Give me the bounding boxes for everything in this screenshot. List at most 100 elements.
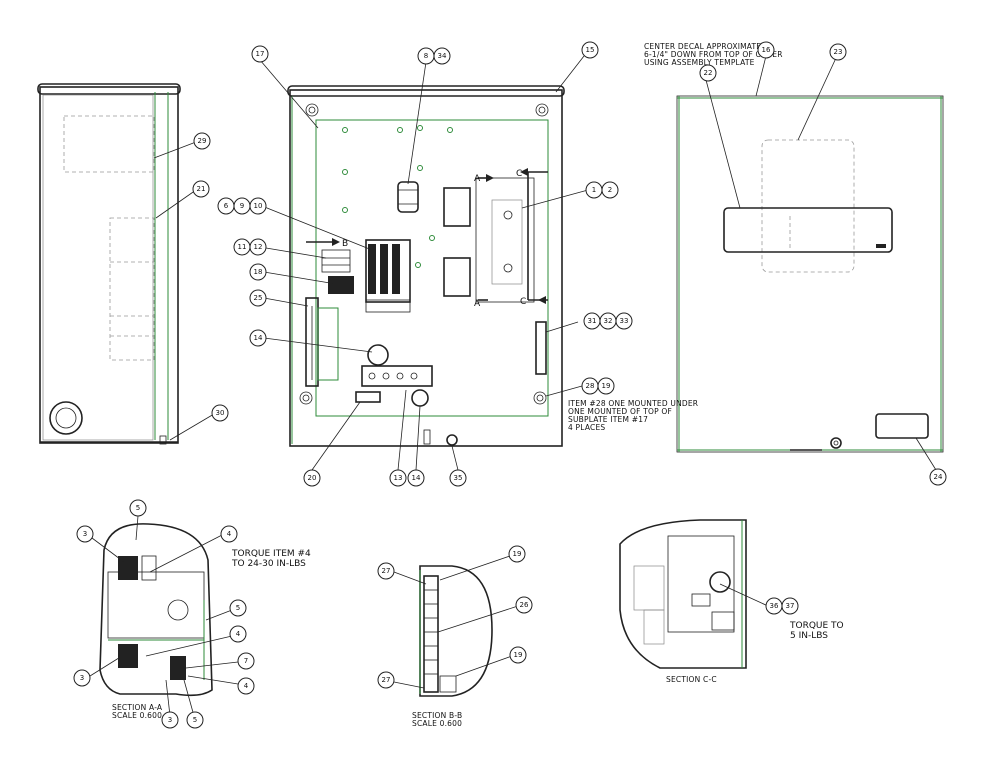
section-bb-scale: SCALE 0.600	[412, 719, 462, 728]
balloon-30: 30	[211, 404, 229, 422]
svg-text:5: 5	[193, 716, 197, 724]
section-aa-scale: SCALE 0.600	[112, 711, 162, 720]
section-markers: A A C C B	[306, 168, 546, 309]
svg-text:4: 4	[244, 682, 249, 690]
svg-text:5: 5	[136, 504, 140, 512]
svg-text:1: 1	[592, 186, 596, 194]
svg-text:13: 13	[394, 474, 403, 482]
svg-text:4: 4	[236, 630, 241, 638]
svg-text:34: 34	[438, 52, 447, 60]
notes: CENTER DECAL APPROXIMATELY 6-1/4" DOWN F…	[112, 42, 844, 728]
balloon-bb-27-bottom: 27	[377, 671, 395, 689]
svg-text:22: 22	[704, 69, 713, 77]
svg-text:32: 32	[604, 317, 613, 325]
note-torque-item4-1: TORQUE ITEM #4	[231, 549, 311, 559]
note-item28-1: ITEM #28 ONE MOUNTED UNDER	[568, 399, 698, 408]
svg-text:2: 2	[608, 186, 612, 194]
section-marker-a-top: A	[474, 174, 481, 184]
balloon-19-front: 19	[597, 377, 615, 395]
balloon-1: 1	[585, 181, 603, 199]
svg-text:31: 31	[588, 317, 597, 325]
balloon-aa-4-mid: 4	[229, 625, 247, 643]
balloon-23: 23	[829, 43, 847, 61]
svg-text:3: 3	[80, 674, 84, 682]
balloon-17: 17	[251, 45, 269, 63]
balloon-bb-27-top: 27	[377, 562, 395, 580]
note-item28-2: ONE MOUNTED OF TOP OF	[568, 407, 672, 416]
note-item28-3: SUBPLATE ITEM #17	[568, 415, 648, 424]
svg-text:37: 37	[786, 602, 795, 610]
svg-text:8: 8	[424, 52, 428, 60]
balloon-cc-36: 36	[765, 597, 783, 615]
svg-text:7: 7	[244, 657, 248, 665]
cover-view	[676, 95, 944, 453]
balloon-11: 11	[233, 238, 251, 256]
svg-text:24: 24	[934, 473, 943, 481]
balloon-aa-7: 7	[237, 652, 255, 670]
svg-text:5: 5	[236, 604, 240, 612]
balloon-20: 20	[303, 469, 321, 487]
svg-text:14: 14	[412, 474, 421, 482]
svg-text:16: 16	[762, 46, 771, 54]
svg-text:29: 29	[198, 137, 207, 145]
balloon-bb-19-bottom: 19	[509, 646, 527, 664]
svg-text:19: 19	[602, 382, 611, 390]
svg-text:36: 36	[770, 602, 779, 610]
svg-text:35: 35	[454, 474, 463, 482]
balloon-28: 28	[581, 377, 599, 395]
balloon-aa-3-top: 3	[76, 525, 94, 543]
svg-text:21: 21	[197, 185, 206, 193]
balloon-18: 18	[249, 263, 267, 281]
balloon-25: 25	[249, 289, 267, 307]
section-aa-title: SECTION A-A	[112, 703, 163, 712]
section-bb	[419, 565, 493, 697]
balloon-15: 15	[581, 41, 599, 59]
note-center-decal-3: USING ASSEMBLY TEMPLATE	[644, 58, 755, 67]
balloon-aa-4-bottom: 4	[237, 677, 255, 695]
balloon-35: 35	[449, 469, 467, 487]
balloon-29: 29	[193, 132, 211, 150]
balloons: 17 8 34 15 16 22 23 29 21 30 6 9 10 11 1…	[73, 41, 947, 729]
note-item28-4: 4 PLACES	[568, 423, 605, 432]
balloon-8: 8	[417, 47, 435, 65]
svg-text:19: 19	[513, 550, 522, 558]
svg-text:4: 4	[227, 530, 232, 538]
note-center-decal-2: 6-1/4" DOWN FROM TOP OF COVER	[644, 50, 783, 59]
balloon-2: 2	[601, 181, 619, 199]
svg-text:10: 10	[254, 202, 263, 210]
svg-text:30: 30	[216, 409, 225, 417]
svg-text:12: 12	[254, 243, 263, 251]
balloon-aa-5-top: 5	[129, 499, 147, 517]
section-marker-c-bottom: C	[520, 297, 526, 307]
balloon-9: 9	[233, 197, 251, 215]
svg-text:15: 15	[586, 46, 595, 54]
svg-text:28: 28	[586, 382, 595, 390]
section-cc	[619, 519, 747, 669]
balloon-cc-37: 37	[781, 597, 799, 615]
svg-text:17: 17	[256, 50, 265, 58]
balloon-34: 34	[433, 47, 451, 65]
balloon-10: 10	[249, 197, 267, 215]
section-bb-title: SECTION B-B	[412, 711, 462, 720]
balloon-12: 12	[249, 238, 267, 256]
section-aa	[99, 523, 213, 697]
balloon-31: 31	[583, 312, 601, 330]
balloon-aa-3-bottom: 3	[161, 711, 179, 729]
svg-text:27: 27	[382, 676, 391, 684]
note-torque-to-2: 5 IN-LBS	[790, 631, 828, 641]
svg-text:6: 6	[224, 202, 229, 210]
svg-text:11: 11	[238, 243, 247, 251]
balloon-21: 21	[192, 180, 210, 198]
front-view	[287, 85, 565, 447]
svg-text:20: 20	[308, 474, 317, 482]
balloon-33: 33	[615, 312, 633, 330]
balloon-32: 32	[599, 312, 617, 330]
svg-text:18: 18	[254, 268, 263, 276]
leader-lines	[89, 55, 937, 717]
balloon-aa-3-left: 3	[73, 669, 91, 687]
svg-text:33: 33	[620, 317, 629, 325]
balloon-16: 16	[757, 41, 775, 59]
svg-text:9: 9	[240, 202, 244, 210]
svg-text:25: 25	[254, 294, 263, 302]
